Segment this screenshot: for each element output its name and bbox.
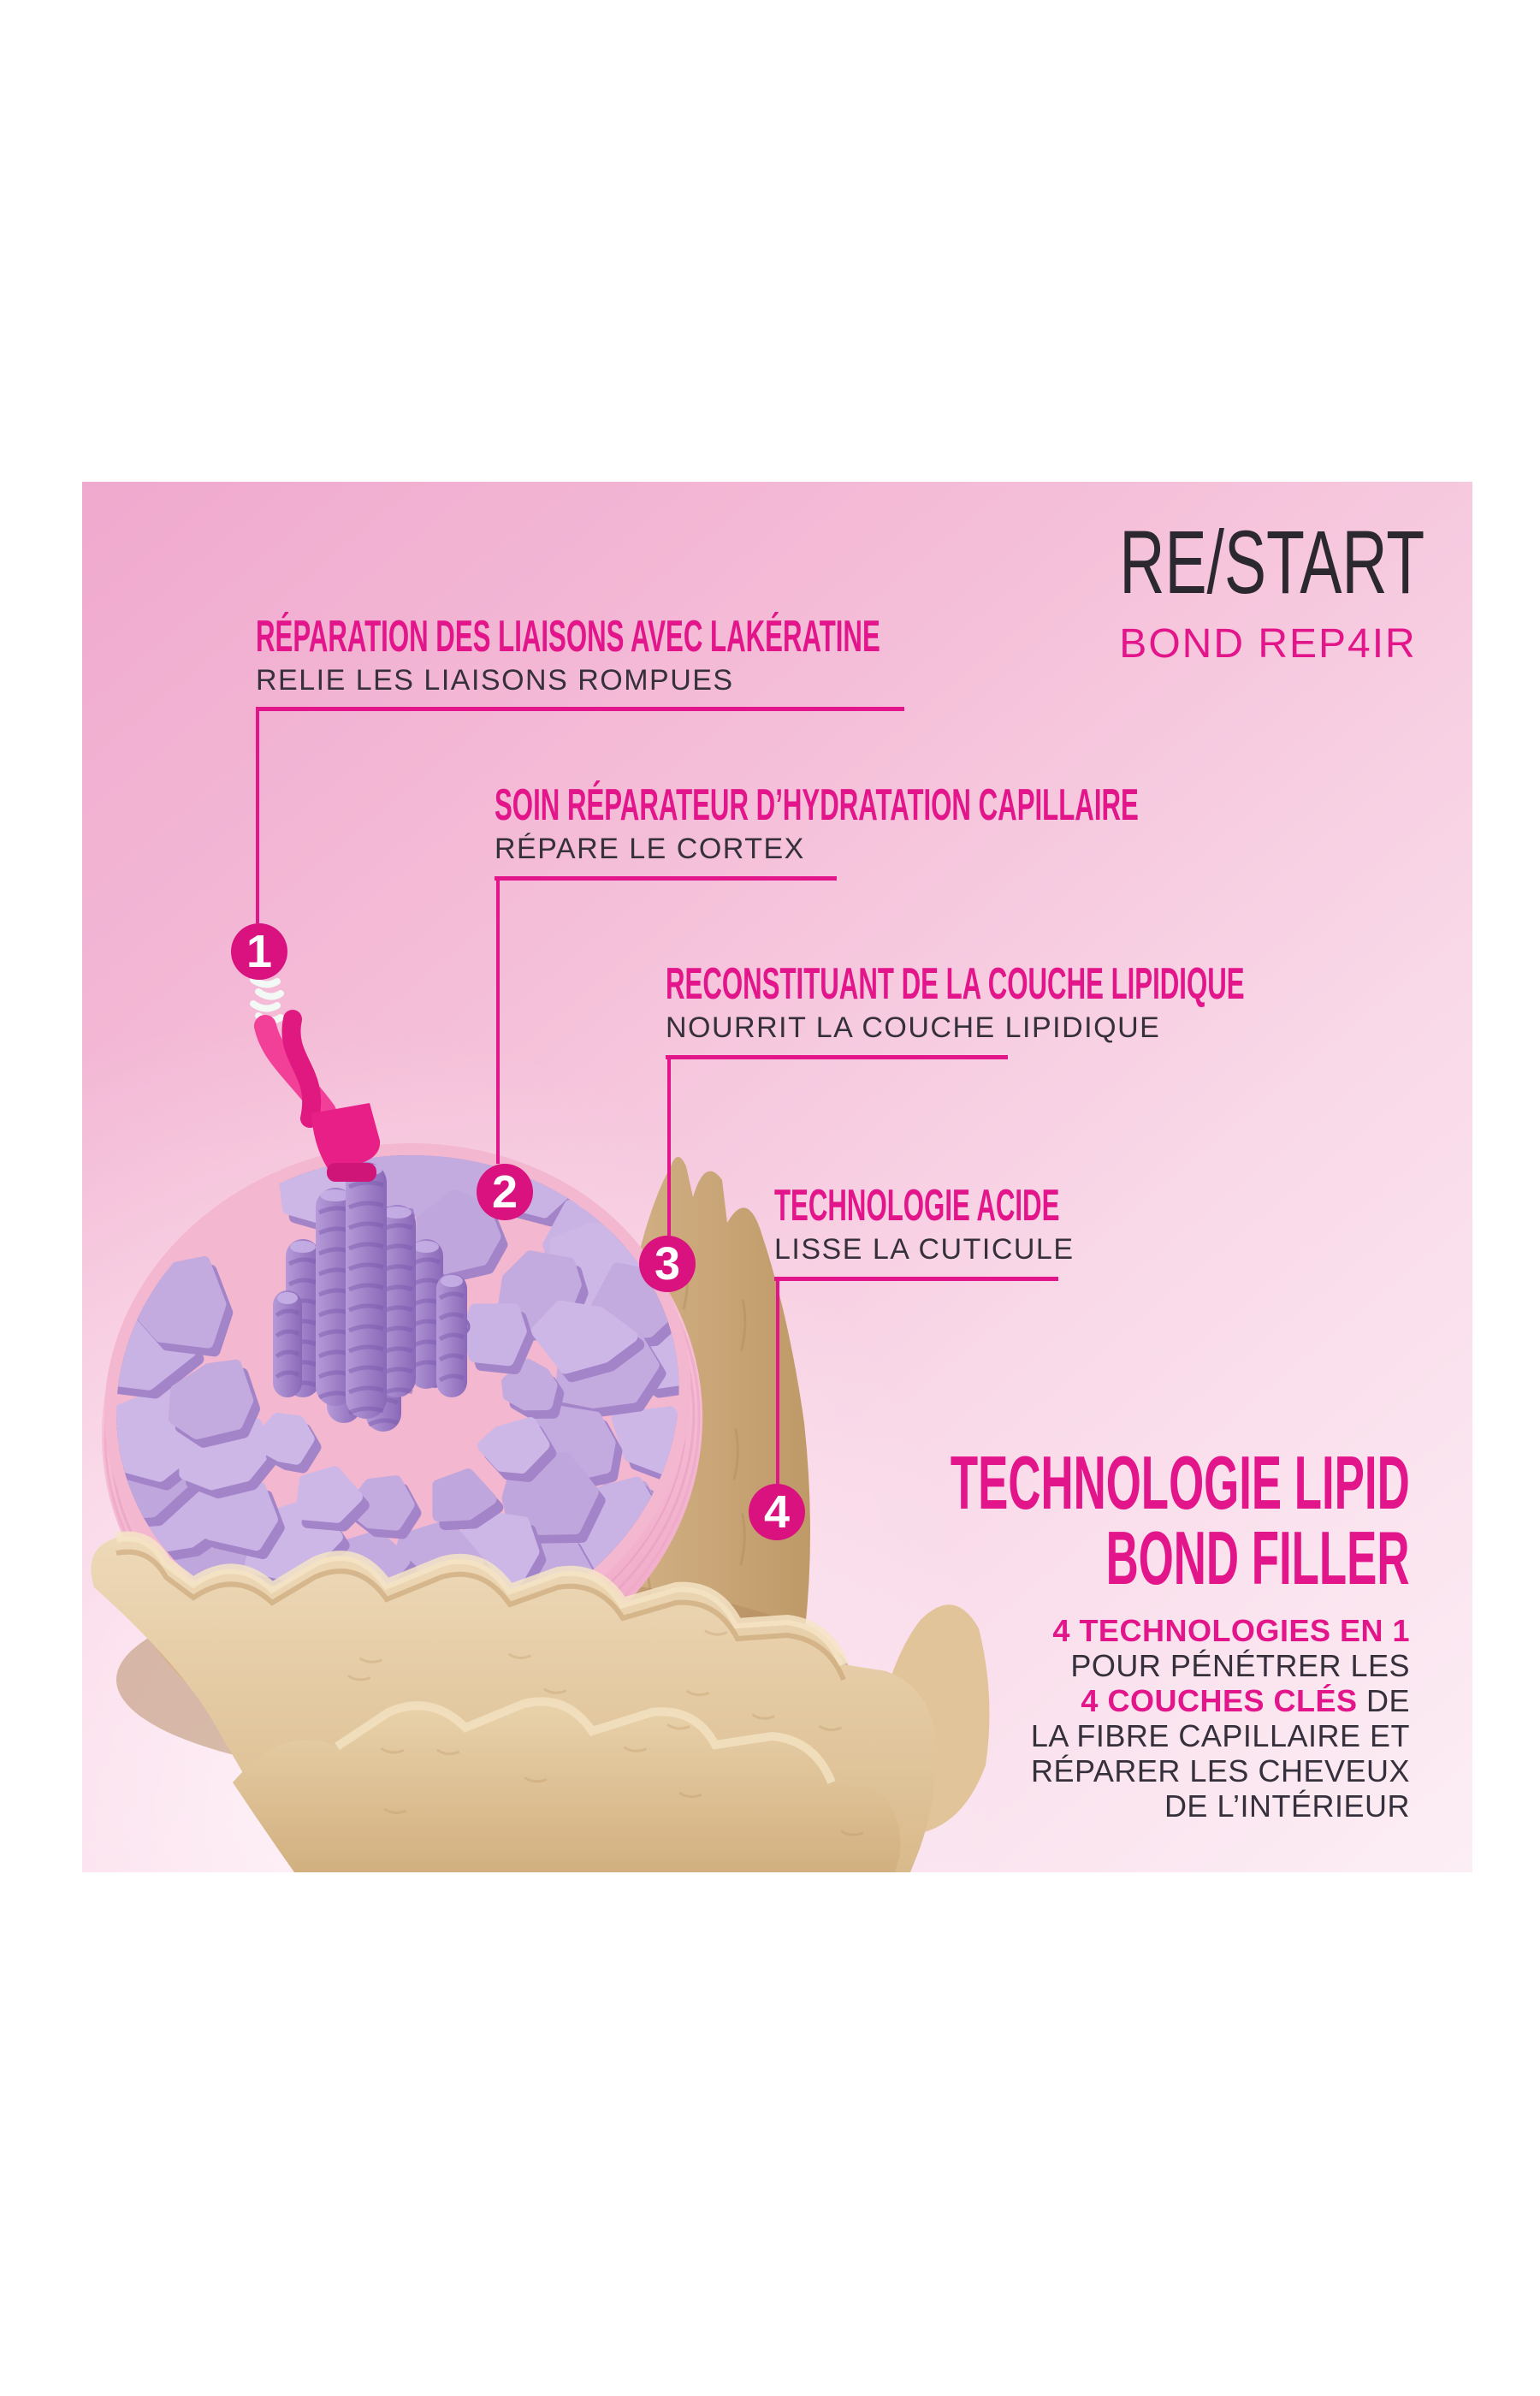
callout-2-connector — [496, 876, 500, 1164]
white-coil — [250, 976, 284, 1024]
callout-3-subtitle: NOURRIT LA COUCHE LIPIDIQUE — [666, 1011, 1161, 1044]
brand-subline: BOND REP4IR — [1119, 621, 1417, 667]
callout-2-marker: 2 — [477, 1164, 533, 1220]
technology-heading: TECHNOLOGIE LIPID BOND FILLER — [644, 1445, 1410, 1596]
callout-4-underline — [774, 1277, 1058, 1281]
keratin-strand — [250, 976, 381, 1182]
description-line: LA FIBRE CAPILLAIRE ET — [1030, 1718, 1410, 1753]
callout-4-connector — [776, 1277, 779, 1484]
cuticle-front-layers — [91, 1531, 937, 1872]
description-line: 4 TECHNOLOGIES EN 1 — [1052, 1613, 1410, 1648]
callout-1-connector — [256, 707, 259, 923]
callout-2-subtitle: RÉPARE LE CORTEX — [495, 833, 805, 865]
technology-heading-line2: BOND FILLER — [1106, 1515, 1410, 1600]
description-line: DE L’INTÉRIEUR — [1164, 1788, 1410, 1824]
callout-4-title: TECHNOLOGIE ACIDE — [774, 1181, 1060, 1231]
pink-panel: RE/START BOND REP4IR RÉPARATION DES LIAI… — [82, 482, 1472, 1872]
callout-1-marker: 1 — [231, 923, 287, 980]
description-line: 4 COUCHES CLÉS DE — [1081, 1683, 1410, 1718]
callout-1-underline — [256, 707, 904, 711]
callout-3-connector — [667, 1055, 671, 1236]
hair-fiber-illustration — [82, 976, 990, 1872]
callout-3-marker: 3 — [639, 1236, 696, 1292]
macrofibril-cluster — [273, 1162, 471, 1432]
brand-logo: RE/START BOND REP4IR — [1054, 516, 1472, 667]
brand-name: RE/START — [1119, 513, 1425, 613]
callout-1-subtitle: RELIE LES LIAISONS ROMPUES — [256, 664, 734, 697]
description-line: POUR PÉNÉTRER LES — [1070, 1648, 1410, 1683]
callout-4-subtitle: LISSE LA CUTICULE — [774, 1233, 1075, 1266]
description-line: RÉPARER LES CHEVEUX — [1031, 1753, 1410, 1788]
callout-2-underline — [495, 876, 837, 881]
technology-heading-line1: TECHNOLOGIE LIPID — [951, 1440, 1410, 1525]
callout-2-title: SOIN RÉPARATEUR D’HYDRATATION CAPILLAIRE — [495, 780, 1139, 830]
callout-3-title: RECONSTITUANT DE LA COUCHE LIPIDIQUE — [666, 959, 1245, 1009]
callout-4-marker: 4 — [749, 1484, 805, 1540]
callout-3-underline — [666, 1055, 1008, 1059]
callout-1-title: RÉPARATION DES LIAISONS AVEC LAKÉRATINE — [256, 612, 880, 661]
technology-description: 4 TECHNOLOGIES EN 1 POUR PÉNÉTRER LES 4 … — [1031, 1613, 1410, 1824]
